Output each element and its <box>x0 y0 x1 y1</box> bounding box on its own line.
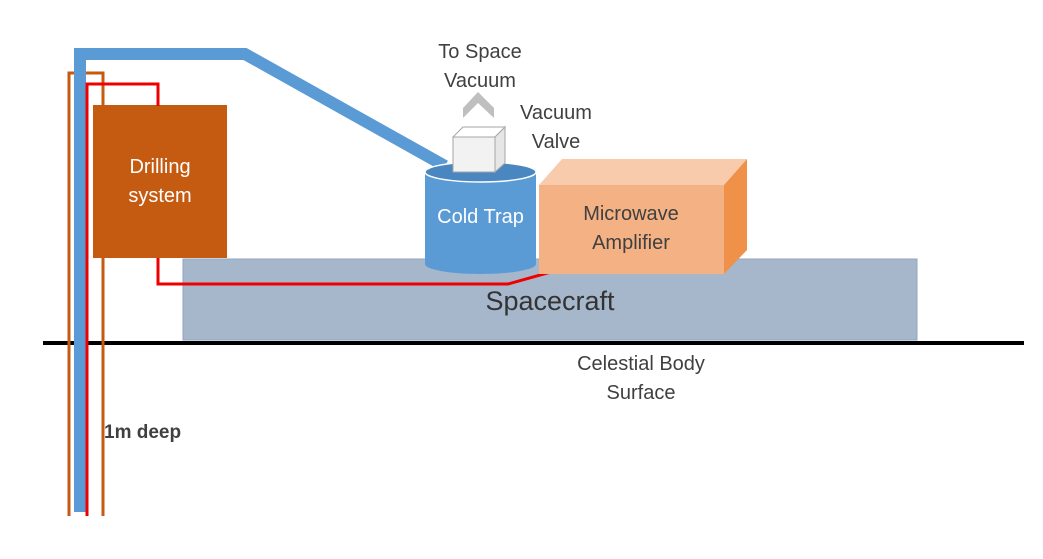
power-wire <box>85 82 160 516</box>
drilling-system-label: Drilling system <box>128 156 192 207</box>
vacuum-valve-label: Vacuum Valve <box>520 102 592 153</box>
to-space-vacuum-label: To Space Vacuum <box>438 41 522 92</box>
spacecraft-label: Spacecraft <box>485 286 615 316</box>
vacuum-pipe <box>74 48 448 512</box>
surface-label: Celestial Body Surface <box>577 353 705 404</box>
depth-label: 1m deep <box>104 422 182 443</box>
vacuum-valve-cube <box>451 125 507 174</box>
drilling-system-box <box>93 105 227 258</box>
microwave-amplifier-label: Microwave Amplifier <box>583 203 679 254</box>
up-arrow-icon <box>463 92 494 118</box>
microwave-amplifier-box <box>539 159 747 274</box>
cold-trap-label: Cold Trap <box>437 206 524 228</box>
